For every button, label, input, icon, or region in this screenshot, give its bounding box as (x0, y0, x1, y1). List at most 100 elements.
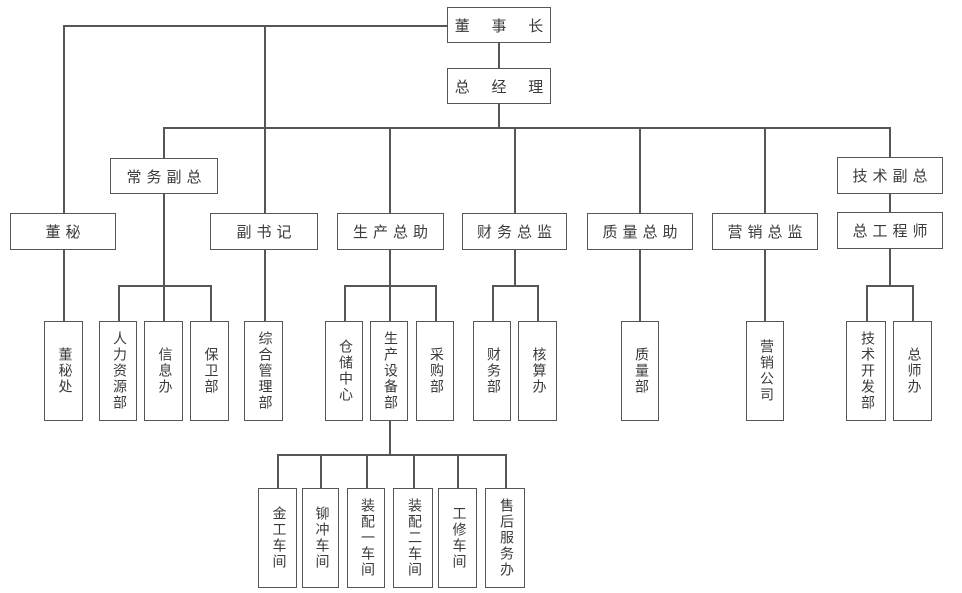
node-metalworking-workshop: 金工车间 (258, 488, 297, 588)
connector-line (264, 250, 266, 321)
connector-line (163, 285, 165, 321)
node-board-secretary: 董秘 (10, 213, 116, 250)
connector-line (389, 127, 391, 213)
node-quality-assistant: 质量总助 (587, 213, 693, 250)
connector-line (389, 421, 391, 455)
connector-line (764, 127, 766, 213)
node-technical-vp: 技术副总 (837, 157, 943, 194)
connector-line (514, 250, 516, 286)
connector-line (889, 127, 891, 157)
connector-line (537, 285, 539, 321)
node-production-equipment-dept: 生产设备部 (370, 321, 408, 421)
connector-line (63, 25, 447, 27)
node-information-office: 信息办 (144, 321, 183, 421)
node-label: 信息办 (156, 347, 172, 395)
connector-line (163, 127, 165, 158)
node-label: 营销总监 (727, 225, 808, 241)
connector-line (413, 454, 415, 488)
node-assembly-workshop-1: 装配一车间 (347, 488, 385, 588)
node-deputy-party-secretary: 副书记 (210, 213, 318, 250)
connector-line (163, 127, 890, 129)
node-label: 铆冲车间 (313, 506, 329, 570)
node-chief-engineer-office: 总师办 (893, 321, 932, 421)
node-chairman: 董 事 长 (447, 7, 551, 43)
node-label: 总 经 理 (454, 79, 553, 96)
node-label: 采购部 (428, 347, 443, 395)
connector-line (764, 250, 766, 321)
connector-line (63, 25, 65, 213)
connector-line (118, 285, 211, 287)
node-label: 核算办 (530, 347, 546, 395)
node-label: 金工车间 (270, 506, 286, 570)
node-quality-dept: 质量部 (621, 321, 659, 421)
node-label: 财务部 (485, 347, 500, 395)
node-label: 营销公司 (758, 339, 773, 403)
node-label: 总工程师 (852, 224, 933, 240)
node-hr-dept: 人力资源部 (99, 321, 137, 421)
node-general-admin-dept: 综合管理部 (244, 321, 283, 421)
connector-line (389, 250, 391, 286)
node-label: 装配一车间 (359, 498, 374, 578)
node-board-secretary-office: 董秘处 (44, 321, 83, 421)
node-label: 董秘处 (56, 347, 72, 395)
node-label: 质量总助 (602, 225, 683, 241)
connector-line (163, 194, 165, 286)
node-label: 常务副总 (126, 169, 207, 186)
node-label: 生产总助 (352, 225, 433, 241)
connector-line (498, 104, 500, 128)
node-marketing-company: 营销公司 (746, 321, 784, 421)
node-assembly-workshop-2: 装配二车间 (393, 488, 433, 588)
node-marketing-director: 营销总监 (712, 213, 818, 250)
connector-line (63, 250, 65, 321)
node-purchasing-dept: 采购部 (416, 321, 454, 421)
node-security-dept: 保卫部 (190, 321, 229, 421)
connector-line (639, 127, 641, 213)
node-maintenance-workshop: 工修车间 (438, 488, 477, 588)
connector-line (457, 454, 459, 488)
node-finance-dept: 财务部 (473, 321, 511, 421)
node-production-assistant: 生产总助 (337, 213, 444, 250)
connector-line (505, 454, 507, 488)
node-label: 技术开发部 (859, 331, 874, 411)
node-label: 财务总监 (476, 225, 557, 241)
node-finance-director: 财务总监 (462, 213, 567, 250)
node-label: 质量部 (633, 347, 648, 395)
node-tech-dev-dept: 技术开发部 (846, 321, 886, 421)
node-label: 总师办 (905, 347, 921, 395)
node-label: 技术副总 (852, 169, 933, 185)
node-warehouse-center: 仓储中心 (325, 321, 363, 421)
connector-line (435, 285, 437, 321)
node-label: 董秘 (45, 225, 86, 241)
connector-line (366, 454, 368, 488)
connector-line (389, 285, 391, 321)
node-label: 综合管理部 (256, 331, 272, 411)
connector-line (889, 249, 891, 286)
node-label: 副书记 (236, 225, 297, 241)
node-label: 工修车间 (450, 506, 466, 570)
node-label: 装配二车间 (406, 498, 421, 578)
node-label: 董 事 长 (454, 18, 553, 35)
connector-line (320, 454, 322, 488)
connector-line (866, 285, 868, 321)
connector-line (498, 43, 500, 68)
connector-line (492, 285, 494, 321)
connector-line (889, 194, 891, 212)
node-after-sales-service-office: 售后服务办 (485, 488, 525, 588)
node-general-manager: 总 经 理 (447, 68, 551, 104)
node-executive-vp: 常务副总 (110, 158, 218, 194)
connector-line (277, 454, 506, 456)
connector-line (344, 285, 346, 321)
node-label: 售后服务办 (498, 498, 513, 578)
connector-line (639, 250, 641, 321)
connector-line (210, 285, 212, 321)
connector-line (118, 285, 120, 321)
node-label: 人力资源部 (111, 331, 126, 411)
connector-line (912, 285, 914, 321)
connector-line (264, 25, 266, 213)
connector-line (514, 127, 516, 213)
node-chief-engineer: 总工程师 (837, 212, 943, 249)
node-label: 仓储中心 (337, 339, 352, 403)
node-label: 生产设备部 (382, 331, 397, 411)
node-label: 保卫部 (202, 347, 218, 395)
